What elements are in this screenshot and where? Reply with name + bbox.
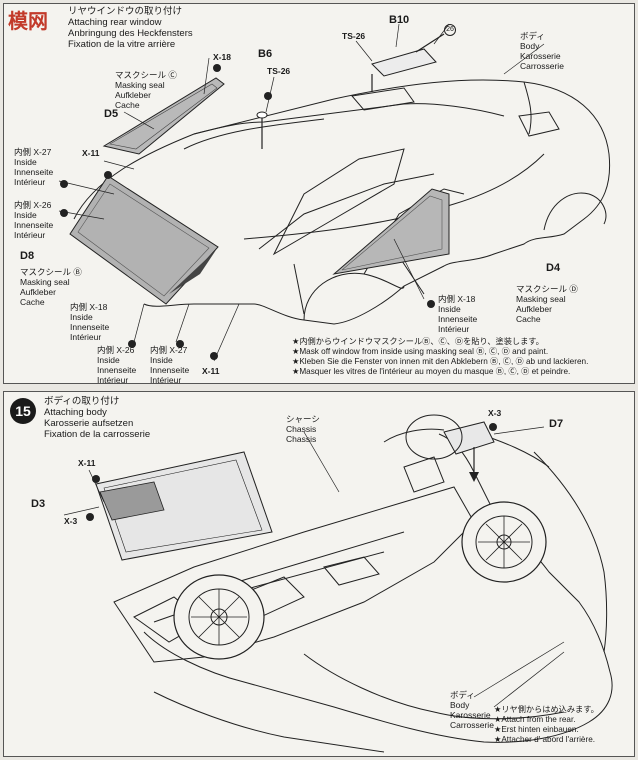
label-d5: D5	[104, 108, 119, 120]
title-en: Attaching rear window	[68, 17, 162, 28]
body-label-14: ボディ Body Karosserie Carrosserie	[520, 31, 564, 71]
front-wheel-right	[461, 501, 547, 583]
label-x11: X-11	[78, 458, 96, 468]
inside-x27-bottom-label: 内側 X-27 Inside Innenseite Intérieur	[150, 345, 190, 385]
rear-wheel-left	[173, 574, 265, 660]
d5-window-part	[102, 77, 225, 155]
attaching-body-diagram	[63, 414, 613, 753]
label-b6: B6	[258, 48, 273, 60]
d4-window-part	[332, 188, 450, 275]
rear-window-diagram	[58, 23, 611, 362]
step-15-panel: 15 ボディの取り付け Attaching body Karosserie au…	[3, 391, 635, 757]
chassis-outline	[113, 486, 475, 663]
title-ja: リヤウインドウの取り付け	[68, 6, 183, 17]
label-d8: D8	[20, 250, 35, 262]
label-x18-top: X-18	[213, 52, 231, 62]
mark-26: 26	[444, 24, 456, 36]
d8-rear-window-part	[69, 175, 219, 305]
step-15-notes: ★リヤ側からはめ込みます。 ★Attach from the rear. ★Er…	[494, 705, 599, 744]
label-ts26-mid: TS-26	[267, 66, 291, 76]
label-b10: B10	[389, 14, 410, 26]
label-d4: D4	[546, 262, 561, 274]
car-body-outline	[73, 79, 611, 325]
inside-x18-mid-label: 内側 X-18 Inside Innenseite Intérieur	[70, 302, 110, 342]
masking-seal-c-label: マスクシール Ⓒ Masking seal Aufkleber Cache	[115, 70, 177, 110]
step-15-title: ボディの取り付け Attaching body Karosserie aufse…	[44, 396, 150, 440]
masking-seal-b-label: マスクシール Ⓑ Masking seal Aufkleber Cache	[20, 267, 82, 307]
title-en: Attaching body	[44, 407, 107, 418]
d7-part	[443, 421, 495, 455]
step-15-badge: 15	[10, 398, 36, 424]
label-d3: D3	[31, 498, 46, 510]
step-14-notes: ★内側からウインドウマスクシールⒷ、Ⓒ、Ⓓを貼り、塗装します。 ★Mask of…	[292, 337, 589, 376]
inside-x26-bottom-label: 内側 X-26 Inside Innenseite Intérieur	[97, 345, 137, 385]
label-d7: D7	[549, 418, 564, 430]
title-fr: Fixation de la carrosserie	[44, 429, 151, 440]
masking-seal-d-label: マスクシール Ⓓ Masking seal Aufkleber Cache	[516, 284, 578, 324]
label-x11-left: X-11	[82, 148, 100, 158]
label-x3-left: X-3	[64, 516, 78, 526]
svg-text:模网: 模网	[8, 9, 48, 33]
title-de: Anbringung des Heckfensters	[68, 28, 193, 39]
watermark-logo: 模网	[6, 4, 66, 44]
title-fr: Fixation de la vitre arrière	[68, 39, 176, 50]
inside-x27-left-label: 内側 X-27 Inside Innenseite Intérieur	[14, 147, 54, 187]
title-de: Karosserie aufsetzen	[44, 418, 134, 429]
d3-undercover	[95, 451, 273, 561]
label-x3-top: X-3	[488, 408, 502, 418]
step-14-panel: 模网 リヤウインドウの取り付け Attaching rear window An…	[3, 3, 635, 385]
label-ts26-top: TS-26	[342, 31, 366, 41]
chassis-label: シャーシ Chassis Chassis	[286, 414, 320, 444]
title-ja: ボディの取り付け	[44, 396, 120, 407]
body-label-15: ボディ Body Karosserie Carrosserie	[450, 690, 494, 730]
label-x11-bottom: X-11	[202, 366, 220, 376]
inside-x26-left-label: 内側 X-26 Inside Innenseite Intérieur	[14, 200, 54, 240]
step-14-title: リヤウインドウの取り付け Attaching rear window Anbri…	[68, 6, 193, 50]
inside-x18-right-label: 内側 X-18 Inside Innenseite Intérieur	[438, 294, 478, 334]
